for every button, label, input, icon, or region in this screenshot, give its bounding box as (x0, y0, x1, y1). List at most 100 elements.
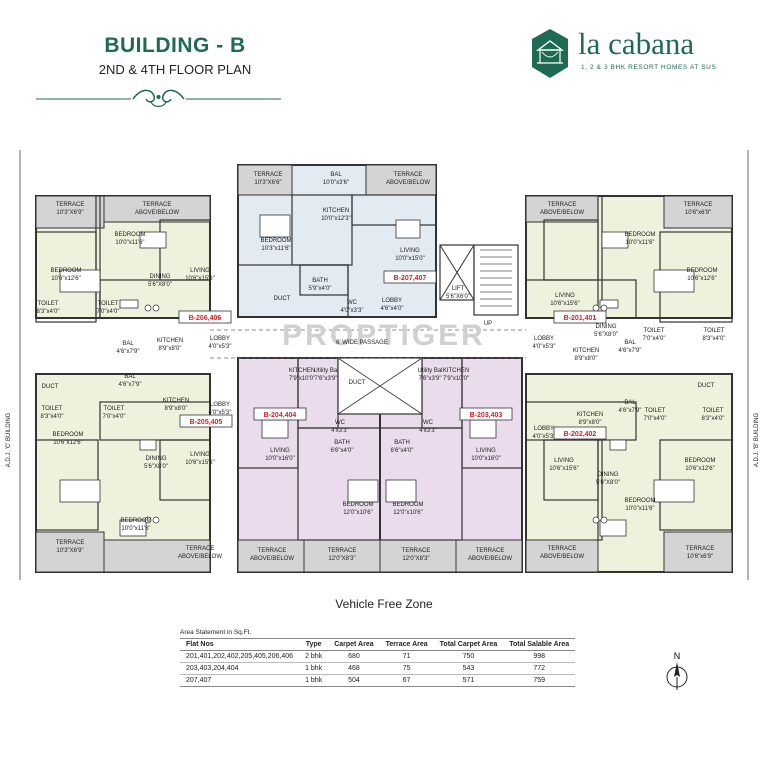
room-label: 5'6"X8'0" (594, 332, 618, 338)
room-label: KITCHEN (573, 348, 599, 354)
room-label: BEDROOM (624, 232, 655, 238)
room-label: LIVING (270, 448, 290, 454)
watermark-text: PROPTIGER (282, 319, 486, 352)
room-label: 5'6"X8'0" (144, 464, 168, 470)
table-cell: 998 (503, 650, 576, 663)
room-label: 7'0"x4'0" (643, 336, 666, 342)
room-label: LOBBY (534, 336, 554, 342)
flat-number-label: B-202,402 (564, 431, 597, 438)
room-label: TERRACE (686, 546, 715, 552)
room-label: 7'6"x3'9" (419, 376, 442, 382)
room-label: 4'6"x7'9" (619, 348, 642, 354)
terrace-area (365, 164, 437, 196)
dining-chair (144, 304, 152, 312)
room-label: LOBBY (210, 402, 230, 408)
room-label: TERRACE (56, 202, 85, 208)
room-label: TERRACE (548, 202, 577, 208)
room-label: LIFT (452, 286, 465, 292)
terrace-area (237, 539, 305, 573)
furniture-symbol (261, 419, 289, 439)
furniture-symbol (259, 214, 291, 238)
terrace-area (663, 195, 733, 229)
room-label: 12'0"x10'6" (393, 510, 423, 516)
wall-segment (597, 439, 603, 541)
furniture-symbol (599, 299, 619, 309)
room-label: ABOVE/BELOW (540, 210, 584, 216)
room-label: ABOVE/BELOW (135, 210, 179, 216)
table-cell: 468 (328, 662, 380, 675)
room-label: TERRACE (143, 202, 172, 208)
room-label: LIVING (190, 452, 210, 458)
furniture-symbol (599, 519, 627, 537)
room-label: 6' WIDE PASSAGE (336, 340, 388, 346)
room-label: 10'0"x11'6" (625, 240, 654, 246)
room-label: LIVING (554, 458, 574, 464)
room-label: 10'6"x15'6" (185, 460, 215, 466)
table-cell: 1 bhk (299, 662, 329, 675)
room-label: 4'x3'3" (331, 428, 348, 434)
terrace-area (525, 195, 599, 223)
room-label: 8'3"x4'0" (702, 416, 725, 422)
room-label: BAL (122, 341, 134, 347)
room-label: 10'0"x16'0" (471, 456, 501, 462)
wall-segment (159, 439, 211, 501)
room-label: 4'0"x3'3" (341, 308, 364, 314)
room-label: TERRACE (186, 546, 215, 552)
table-cell: 759 (503, 674, 576, 687)
room-label: TERRACE (254, 172, 283, 178)
dining-chair (152, 516, 160, 524)
room-label: 4'6"x7'9" (117, 349, 140, 355)
room-label: DINING (146, 456, 167, 462)
furniture-symbol (119, 519, 147, 537)
brand-tagline: 1, 2 & 3 BHK RESORT HOMES AT SUS (581, 64, 717, 71)
room-label: BAL (124, 374, 136, 380)
room-label: Utility Bal (417, 368, 442, 374)
flat-number-box (179, 414, 233, 428)
room-label: LIVING (476, 448, 496, 454)
room-label: ABOVE/BELOW (386, 180, 430, 186)
room-label: 10'3"X6'6" (254, 180, 281, 186)
room-label: LOBBY (534, 426, 554, 432)
room-label: WC (423, 420, 434, 426)
room-label: BEDROOM (52, 432, 83, 438)
flat-number-label: B-201,401 (564, 315, 597, 322)
room-label: BEDROOM (686, 268, 717, 274)
room-label: 8'3"x4'0" (703, 336, 726, 342)
room-label: LIVING (555, 293, 575, 299)
wall-segment (99, 279, 211, 319)
flat-number-box (178, 310, 232, 324)
room-label: 10'0"x11'6" (115, 240, 144, 246)
north-compass-icon: N (666, 651, 688, 690)
dining-chair (600, 304, 608, 312)
ornament-divider (36, 89, 281, 108)
room-label: 5'6"X8'0" (148, 282, 172, 288)
furniture-symbol (347, 479, 379, 503)
duct-cross (337, 357, 423, 415)
room-label: 10'0"x15'0" (395, 256, 425, 262)
terrace-area (525, 539, 599, 573)
room-label: TOILET (98, 301, 119, 307)
table-cell: 504 (328, 674, 380, 687)
brand-name: la cabana (578, 26, 695, 61)
area-table-header-cell: Total Salable Area (503, 638, 576, 651)
furniture-symbol (139, 439, 157, 451)
room-label: KITCHEN (289, 368, 315, 374)
dining-chair (600, 516, 608, 524)
furniture-symbol (385, 479, 417, 503)
furniture-symbol (469, 419, 497, 439)
room-label: LIVING (400, 248, 420, 254)
table-cell: 750 (433, 650, 504, 663)
table-cell: 75 (379, 662, 434, 675)
room-label: 12'0"X8'3" (328, 556, 355, 562)
room-label: LOBBY (382, 298, 402, 304)
floor-plan-subtitle: 2ND & 4TH FLOOR PLAN (98, 62, 252, 77)
brand-logo: la cabana 1, 2 & 3 BHK RESORT HOMES AT S… (528, 26, 748, 86)
room-label: 10'6"x15'6" (549, 466, 579, 472)
room-label: 10'0"x16'0" (265, 456, 295, 462)
room-label: 12'0"x10'6" (343, 510, 373, 516)
room-label: KITCHEN (443, 368, 469, 374)
terrace-area (35, 531, 105, 573)
area-table-header-cell: Total Carpet Area (433, 638, 504, 651)
room-label: TERRACE (684, 202, 713, 208)
